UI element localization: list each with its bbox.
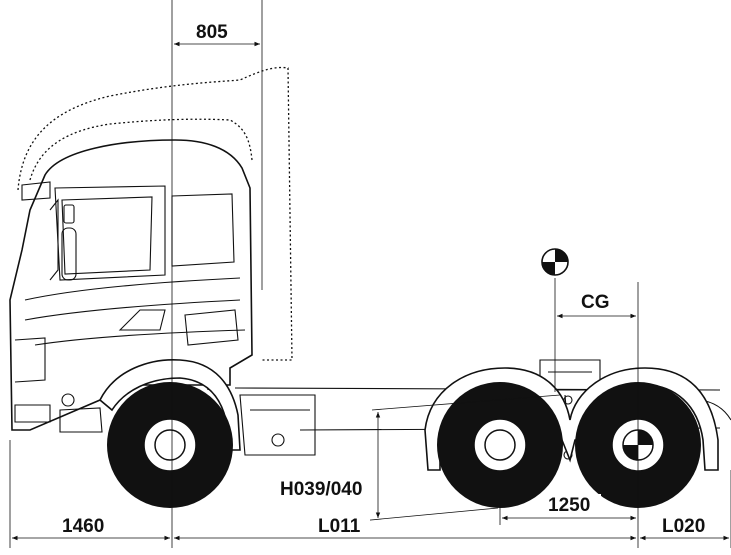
- label-cab-offset: 805: [196, 22, 228, 43]
- rear-wheel-1: [437, 382, 563, 508]
- reference-lines: [9, 0, 731, 548]
- label-bogie-spacing: 1250: [548, 495, 590, 516]
- label-rear-overhang-code: L020: [662, 516, 705, 537]
- dimension-labels: 805 CG H039/040 1460 L011 1250 L020: [60, 22, 720, 537]
- front-wheel: [107, 382, 233, 508]
- label-height-code: H039/040: [280, 479, 362, 500]
- center-of-gravity-icon: [541, 248, 569, 276]
- hub-cap-icon: [623, 430, 653, 460]
- label-front-overhang: 1460: [62, 516, 104, 537]
- label-wheelbase-code: L011: [318, 516, 361, 537]
- cab: [9, 139, 253, 433]
- dimension-arrows: [12, 41, 729, 541]
- label-cg: CG: [581, 292, 610, 313]
